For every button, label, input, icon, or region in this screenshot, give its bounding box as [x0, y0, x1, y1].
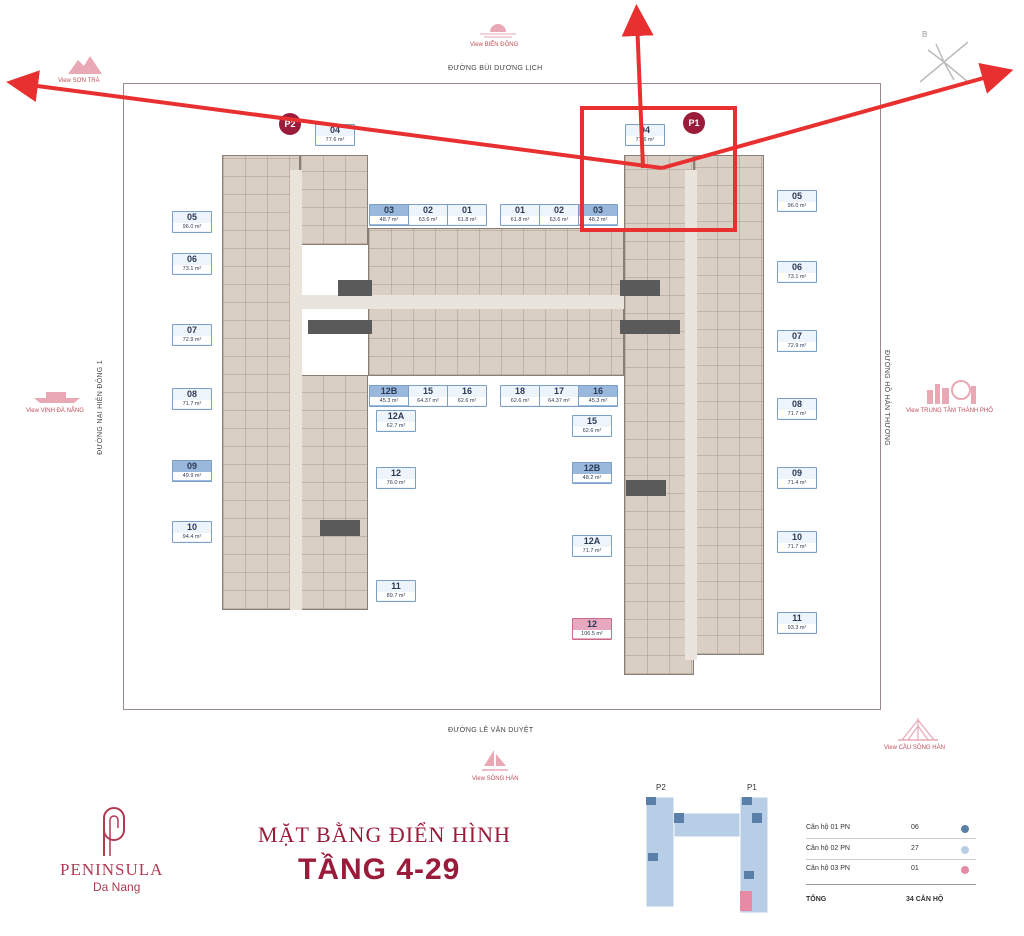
bridge-icon — [898, 718, 938, 741]
page-subtitle: TẦNG 4-29 — [298, 853, 461, 886]
legend-divider — [806, 859, 976, 860]
legend-divider — [806, 838, 976, 839]
highlight-box — [580, 106, 737, 232]
legend-divider — [806, 884, 976, 885]
arrow-west — [6, 70, 663, 170]
elevator-core-right-top — [620, 280, 660, 296]
elevator-core-left-bottom — [308, 320, 372, 334]
view-song-han: View SÔNG HÀN — [472, 776, 519, 782]
right-corridor — [685, 170, 697, 660]
elevator-core-left-top — [338, 280, 372, 296]
main-corridor — [300, 295, 624, 309]
city-skyline-icon — [927, 380, 976, 404]
view-vinh-da-nang: View VỊNH ĐÀ NẴNG — [26, 408, 84, 414]
view-trung-tam: View TRUNG TÂM THÀNH PHỐ — [906, 408, 993, 414]
legend-dot — [961, 825, 969, 833]
compass-icon — [919, 41, 969, 83]
arrow-north — [621, 4, 654, 169]
brand-name: PENINSULA — [60, 860, 164, 879]
sunrise-icon — [480, 24, 516, 40]
road-top-label: ĐƯỜNG BÙI DƯƠNG LỊCH — [448, 65, 543, 72]
stair-right — [626, 480, 666, 496]
compass-north-label: B — [922, 30, 928, 39]
legend-dot — [961, 866, 969, 874]
brand-sub: Da Nang — [93, 880, 141, 894]
left-corridor — [290, 170, 302, 610]
mini-map — [645, 796, 769, 913]
stair-left — [320, 520, 360, 536]
page-title: MẶT BẰNG ĐIỂN HÌNH — [258, 822, 511, 847]
view-bien-dong: View BIỂN ĐÔNG — [470, 42, 519, 48]
site-boundary — [123, 83, 881, 710]
sailboat-icon — [482, 750, 508, 771]
ship-icon — [34, 392, 80, 403]
left-tower-inner-block — [300, 375, 368, 610]
left-tower-wing — [222, 155, 300, 610]
p1-badge: P1 — [683, 112, 705, 134]
peninsula-logo-icon — [103, 807, 125, 856]
right-tower-inner-wing — [624, 155, 694, 675]
mountain-icon — [68, 56, 102, 74]
view-cau-song-han: View CẦU SÔNG HÀN — [884, 745, 945, 751]
elevator-core-right-bottom — [620, 320, 680, 334]
road-bottom-label: ĐƯỜNG LÊ VĂN DUYỆT — [448, 727, 534, 734]
mini-map-p2: P2 — [656, 783, 666, 792]
mini-map-p1: P1 — [747, 783, 757, 792]
view-son-tra: View SƠN TRÀ — [58, 78, 100, 84]
road-right-label: ĐƯỜNG HỒ HÁN THƯƠNG — [883, 350, 890, 447]
arrow-east — [661, 62, 1014, 170]
right-tower-outer-wing — [694, 155, 764, 655]
legend-dot — [961, 846, 969, 854]
left-tower-top-block — [300, 155, 368, 245]
